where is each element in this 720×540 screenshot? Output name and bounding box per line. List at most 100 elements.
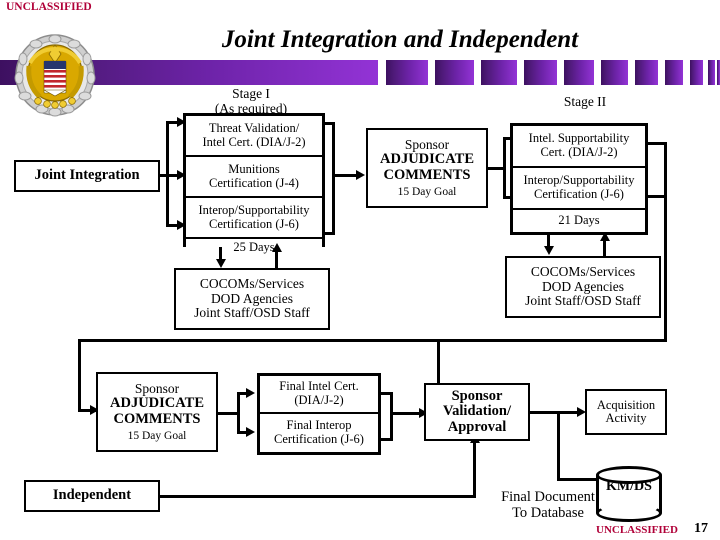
- database-label: KM/DS: [606, 479, 652, 494]
- reviewers-right-line3: Joint Staff/OSD Staff: [525, 293, 641, 309]
- sponsor-adjudicate-top-goal: 15 Day Goal: [397, 185, 457, 198]
- stage-2-task-2-line1: Interop/Supportability: [523, 173, 635, 188]
- classification-banner-bottom: UNCLASSIFIED: [596, 524, 678, 536]
- sponsor-adjudicate-top-line1: Sponsor: [404, 136, 450, 152]
- adjudicate-bottom-out-line: [218, 412, 240, 415]
- validation-to-acquisition-arrow: [577, 406, 586, 417]
- reviewers-to-stage-2-arrow: [599, 232, 610, 241]
- stage-2-task-1-line1: Intel. Supportability: [528, 131, 630, 146]
- stage-1-caption-line2: (As required): [214, 100, 288, 116]
- final-certifications-group: Final Intel Cert. (DIA/J-2) Final Intero…: [257, 373, 381, 455]
- stage-1-merge-branch-1: [325, 122, 335, 125]
- database-top-ellipse: [596, 466, 662, 484]
- reviewers-left-line1: COCOMs/Services: [199, 276, 305, 292]
- sponsor-adjudicate-comments-top[interactable]: Sponsor ADJUDICATE COMMENTS 15 Day Goal: [366, 128, 488, 208]
- stage-1-task-2-line2: Certification (J-4): [209, 175, 299, 190]
- stage-2-fanout-branch-2: [503, 196, 513, 199]
- stage-2-duration: 21 Days: [513, 210, 645, 232]
- stage-1-task-3-line2: Certification (J-6): [209, 216, 299, 231]
- sponsor-adjudicate-bottom-line1: Sponsor: [134, 380, 180, 396]
- swimlane-joint-integration[interactable]: Joint Integration: [14, 160, 160, 192]
- sponsor-adjudicate-top-line2: ADJUDICATE: [380, 151, 474, 168]
- stage-2-caption: Stage II: [563, 94, 607, 109]
- stage-2-task-1[interactable]: Intel. Supportability Cert. (DIA/J-2): [513, 126, 645, 168]
- final-certs-merge-spine: [390, 392, 393, 441]
- stage-2-task-2[interactable]: Interop/Supportability Certification (J-…: [513, 168, 645, 210]
- final-certs-merge-branch-2: [381, 438, 393, 441]
- reviewers-right-line1: COCOMs/Services: [530, 264, 636, 280]
- reviewers-left[interactable]: COCOMs/Services DOD Agencies Joint Staff…: [174, 268, 330, 330]
- validation-to-acquisition-line: [530, 411, 578, 414]
- final-certs-to-validation-line: [390, 412, 420, 415]
- stage-1-duration: 25 Days: [186, 239, 322, 257]
- sponsor-adjudicate-top-line3: COMMENTS: [383, 167, 471, 184]
- adjudicate-top-out-line: [488, 167, 506, 170]
- stage-1-merge-branch-2: [325, 232, 335, 235]
- final-document-caption: Final Document To Database: [478, 489, 618, 521]
- stage-2-merge-branch-1: [645, 142, 667, 145]
- final-intel-cert[interactable]: Final Intel Cert. (DIA/J-2): [260, 376, 378, 414]
- stage-1-caption-line1: Stage I: [232, 86, 270, 101]
- stage-1-task-3-line1: Interop/Supportability: [198, 202, 310, 217]
- stage-2-return-horizontal: [437, 339, 667, 342]
- sponsor-validation-approval[interactable]: Sponsor Validation/ Approval: [424, 383, 530, 441]
- validation-to-database-riser: [557, 411, 560, 480]
- final-certs-fanout-spine: [237, 392, 240, 434]
- swimlane-joint-integration-label: Joint Integration: [34, 167, 140, 184]
- database-cylinder[interactable]: KM/DS: [596, 466, 662, 522]
- sponsor-adjudicate-comments-bottom[interactable]: Sponsor ADJUDICATE COMMENTS 15 Day Goal: [96, 372, 218, 452]
- final-interop-cert-line1: Final Interop: [286, 418, 352, 433]
- sponsor-adjudicate-bottom-goal: 15 Day Goal: [127, 429, 187, 442]
- stage-1-task-1-line2: Intel Cert. (DIA/J-2): [202, 134, 306, 149]
- stage-2-group: Intel. Supportability Cert. (DIA/J-2) In…: [510, 123, 648, 235]
- swimlane-independent[interactable]: Independent: [24, 480, 160, 512]
- stage-1-task-2[interactable]: Munitions Certification (J-4): [186, 157, 322, 198]
- joint-integration-to-stage-1-line: [160, 174, 168, 177]
- stage-1-merge-spine: [332, 122, 335, 232]
- final-certs-fanout-branch-2: [237, 431, 247, 434]
- independent-lane-line: [160, 495, 476, 498]
- final-certs-fanout-arrow-2: [246, 426, 255, 437]
- lane-wrap-into-adjudicate-line: [78, 409, 98, 412]
- stage-2-task-1-line2: Cert. (DIA/J-2): [540, 145, 618, 159]
- database-bottom-ellipse: [596, 504, 662, 522]
- page-number: 17: [694, 521, 708, 536]
- reviewers-right-line2: DOD Agencies: [541, 278, 625, 294]
- reviewers-to-stage-1-line: [275, 249, 278, 269]
- stage-1-fanout-arrow-3: [177, 219, 186, 230]
- stage-1-task-3[interactable]: Interop/Supportability Certification (J-…: [186, 198, 322, 239]
- joint-chiefs-of-staff-seal-icon: [14, 33, 96, 117]
- acquisition-activity[interactable]: Acquisition Activity: [585, 389, 667, 435]
- final-document-line1: Final Document: [501, 489, 595, 505]
- reviewers-right[interactable]: COCOMs/Services DOD Agencies Joint Staff…: [505, 256, 661, 318]
- stage-1-fanout-arrow-2: [177, 169, 186, 180]
- accent-band: [0, 60, 720, 85]
- validation-to-database-line: [557, 478, 610, 481]
- classification-banner-top: UNCLASSIFIED: [6, 1, 92, 13]
- swimlane-independent-label: Independent: [52, 487, 132, 504]
- stage-1-merge-out-arrow: [356, 169, 365, 180]
- stage-1-fanout-branch-3: [166, 224, 178, 227]
- final-intel-cert-line1: Final Intel Cert.: [279, 379, 359, 394]
- stage-1-merge-out-line: [332, 174, 357, 177]
- stage-2-fanout-branch-1: [503, 137, 513, 140]
- sponsor-validation-line3: Approval: [447, 418, 507, 435]
- sponsor-adjudicate-bottom-line2: ADJUDICATE: [110, 395, 204, 412]
- page-title: Joint Integration and Independent: [221, 26, 579, 53]
- stage-1-fanout-arrow-1: [177, 116, 186, 127]
- reviewers-left-line3: Joint Staff/OSD Staff: [194, 305, 310, 321]
- final-interop-cert[interactable]: Final Interop Certification (J-6): [260, 414, 378, 452]
- acquisition-activity-line2: Activity: [605, 411, 647, 425]
- stage-1-task-1[interactable]: Threat Validation/ Intel Cert. (DIA/J-2): [186, 116, 322, 157]
- final-interop-cert-line2: Certification (J-6): [274, 432, 364, 446]
- stage-1-to-reviewers-arrow: [215, 259, 226, 268]
- lane-wrap-into-adjudicate-arrow: [90, 404, 99, 415]
- final-document-line2: To Database: [512, 504, 584, 521]
- stage-2-to-reviewers-line: [547, 235, 550, 247]
- sponsor-validation-line2: Validation/: [443, 403, 511, 420]
- acquisition-activity-line1: Acquisition: [596, 397, 656, 412]
- final-certs-fanout-branch-1: [237, 392, 247, 395]
- stage-1-to-reviewers-line: [219, 247, 222, 261]
- lane-wrap-top-line: [78, 339, 438, 342]
